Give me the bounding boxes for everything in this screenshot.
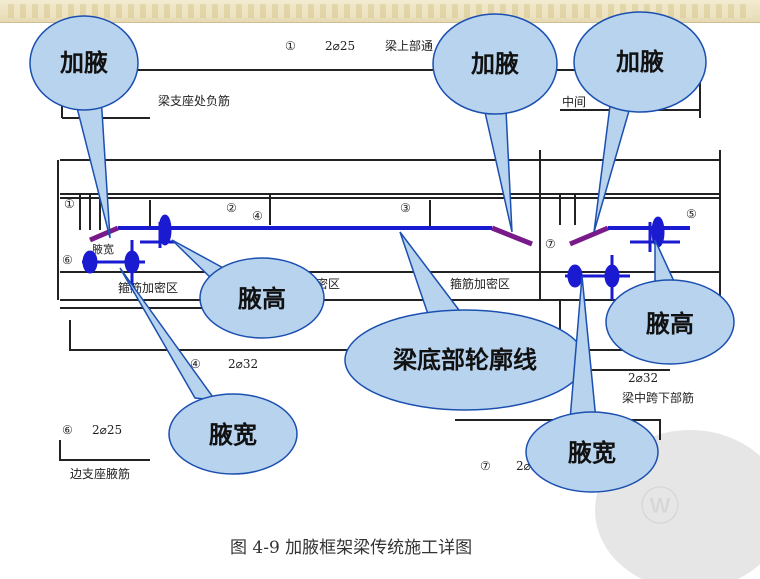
svg-text:ⓦ: ⓦ <box>640 484 680 530</box>
callout-haunch-height-left: 腋高 <box>171 239 325 339</box>
mark-7-lower: ⑦ <box>480 459 491 473</box>
callout-haunch-middle-label: 加腋 <box>471 50 519 78</box>
callout-haunch-height-right: 腋高 <box>605 239 735 365</box>
callout-haunch-width-left: 腋宽 <box>119 267 298 475</box>
stirrup-dense-left: 箍筋加密区 <box>118 280 178 295</box>
side-mark-5: 2⌀25 <box>92 423 122 437</box>
mark-2: ② <box>226 201 237 215</box>
mark-1-left: ① <box>64 197 75 211</box>
callout-beam-bottom-outline: 梁底部轮廓线 <box>344 231 586 411</box>
mark-3: ③ <box>400 201 411 215</box>
callout-haunch-height-right-label: 腋高 <box>646 310 694 338</box>
edge-support-haunch-bar: 边支座腋筋 <box>70 466 130 481</box>
callout-haunch-left: 加腋 <box>29 15 139 239</box>
bottom-bar-mark: 2⌀32 <box>228 357 258 371</box>
callout-haunch-right: 加腋 <box>573 11 707 233</box>
stirrup-dense-right: 箍筋加密区 <box>450 276 510 291</box>
top-bar-label: 梁上部通 <box>385 38 433 53</box>
haunch-width-small: 腋宽 <box>92 242 114 256</box>
beam-bottom-contour <box>82 214 690 300</box>
callout-haunch-width-left-label: 腋宽 <box>209 421 257 449</box>
figure-caption: 图 4-9 加腋框架梁传统施工详图 <box>230 538 472 558</box>
callout-beam-bottom-outline-label: 梁底部轮廓线 <box>392 346 537 374</box>
mark-4-bottom: ④ <box>190 357 201 371</box>
right-bottom-mark: 2⌀32 <box>628 371 658 385</box>
mark-6-lower: ⑥ <box>62 423 73 437</box>
callout-haunch-left-label: 加腋 <box>60 49 108 77</box>
callout-haunch-middle: 加腋 <box>432 13 558 233</box>
title-band <box>0 0 760 23</box>
callout-haunch-height-left-label: 腋高 <box>238 285 286 313</box>
mark-5-right: ⑤ <box>686 207 697 221</box>
left-support-neg-bar: 梁支座处负筋 <box>158 93 230 108</box>
mid-span-label: 中间 <box>562 94 586 109</box>
drawing-lines <box>57 69 721 461</box>
mark-7-upper: ⑦ <box>545 237 556 251</box>
callout-haunch-width-right: 腋宽 <box>525 275 659 493</box>
mark-4: ④ <box>252 209 263 223</box>
title-band-pattern <box>8 4 752 18</box>
mark-6: ⑥ <box>62 253 73 267</box>
mark-1: ① <box>285 39 296 53</box>
callout-haunch-width-right-label: 腋宽 <box>568 439 616 467</box>
top-bar-mark: 2⌀25 <box>325 39 355 53</box>
callout-haunch-right-label: 加腋 <box>616 48 664 76</box>
mid-span-bottom-bar: 梁中跨下部筋 <box>622 390 694 405</box>
